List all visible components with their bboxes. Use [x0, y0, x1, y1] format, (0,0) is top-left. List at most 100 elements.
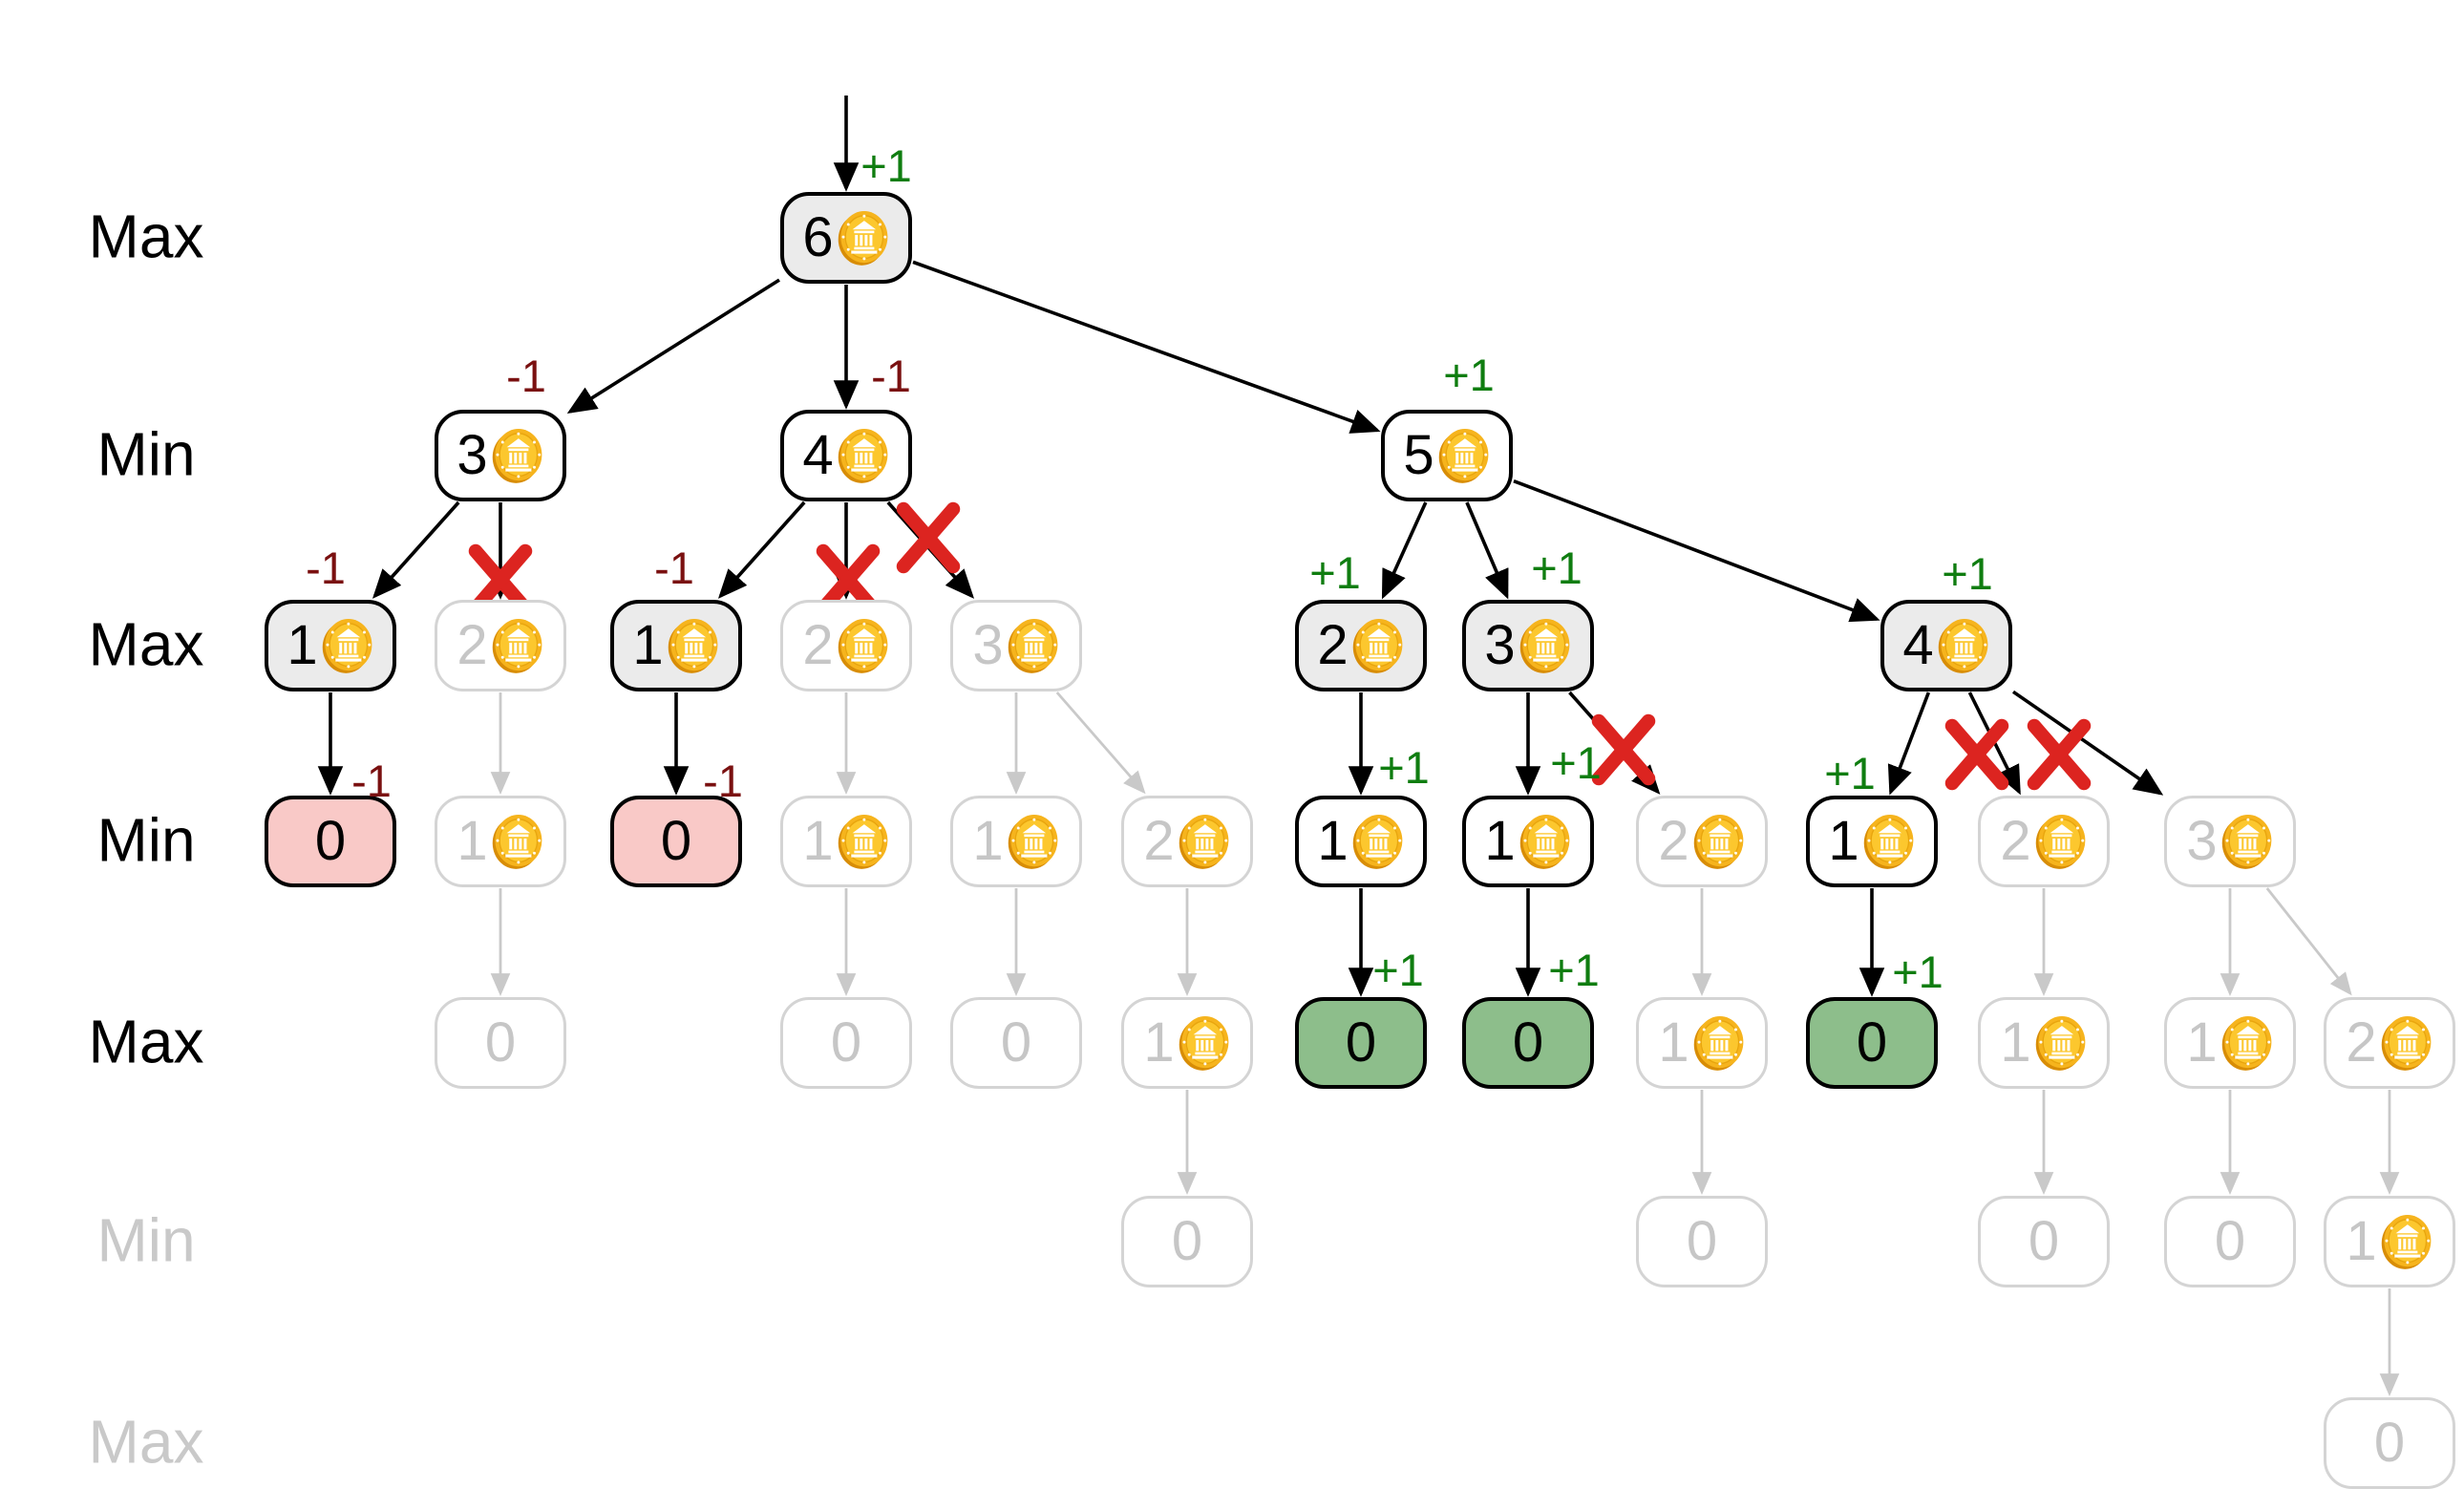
node-coin-count: 0 — [1512, 1011, 1544, 1074]
tree-edge — [566, 278, 780, 415]
temple-emblem-icon — [841, 818, 886, 864]
node-coin-count: 3 — [1484, 614, 1516, 676]
node-coin-count: 2 — [2346, 1011, 2377, 1074]
coin-icon — [668, 619, 717, 673]
edge-weight-label: -1 — [351, 755, 392, 807]
coin-icon — [492, 815, 542, 869]
edge-weight-label: -1 — [306, 542, 346, 594]
tree-node-o55-value-0: 0 — [950, 997, 1082, 1089]
tree-node-m32-value-2: 2 — [435, 600, 566, 691]
coin-icon — [1008, 619, 1057, 673]
tree-node-m35-value-3: 3 — [950, 600, 1082, 691]
node-coin-count: 1 — [1143, 1011, 1175, 1074]
coin-icon — [1179, 1016, 1228, 1071]
tree-node-p611-value-0: 0 — [1978, 1196, 2110, 1287]
node-coin-count: 2 — [2000, 810, 2031, 872]
temple-emblem-icon — [1356, 818, 1401, 864]
pruned-x-icon — [896, 501, 961, 574]
coin-icon — [1352, 815, 1402, 869]
coin-icon — [1693, 815, 1743, 869]
tree-edge-faded — [2265, 887, 2352, 996]
edge-weight-label: -1 — [871, 351, 911, 402]
node-coin-count: 2 — [802, 614, 834, 676]
node-coin-count: 1 — [287, 614, 318, 676]
coin-icon — [1438, 429, 1488, 483]
row-label-max: Max — [88, 1007, 204, 1076]
coin-icon — [2381, 1016, 2431, 1071]
tree-node-n41-value-0: 0 — [265, 796, 396, 887]
coin-icon — [1179, 815, 1228, 869]
edge-weight-label: +1 — [1531, 542, 1582, 594]
node-coin-count: 1 — [1484, 810, 1516, 872]
tree-node-n43-value-0: 0 — [610, 796, 742, 887]
node-coin-count: 0 — [1000, 1011, 1032, 1074]
tree-node-o510-value-0: 0 — [1806, 997, 1938, 1089]
node-coin-count: 2 — [1317, 614, 1349, 676]
coin-icon — [1519, 815, 1569, 869]
node-coin-count: 1 — [632, 614, 664, 676]
tree-node-m37-value-2: 2 — [1295, 600, 1427, 691]
temple-emblem-icon — [1182, 1019, 1227, 1066]
tree-node-n45-value-1: 1 — [950, 796, 1082, 887]
node-coin-count: 4 — [1902, 614, 1934, 676]
tree-node-n48-value-1: 1 — [1462, 796, 1594, 887]
node-coin-count: 0 — [1171, 1210, 1203, 1272]
edge-weight-label: -1 — [703, 755, 743, 807]
temple-emblem-icon — [2039, 818, 2084, 864]
temple-emblem-icon — [2385, 1218, 2430, 1265]
temple-emblem-icon — [1523, 622, 1568, 669]
temple-emblem-icon — [496, 432, 541, 479]
tree-node-n411-value-2: 2 — [1978, 796, 2110, 887]
coin-icon — [1008, 815, 1057, 869]
tree-node-o54-value-0: 0 — [780, 997, 912, 1089]
node-coin-count: 1 — [972, 810, 1004, 872]
edge-weight-label: +1 — [1892, 946, 1944, 998]
pruned-x-icon — [816, 543, 881, 616]
edge-weight-label: +1 — [1309, 547, 1361, 599]
coin-icon — [1693, 1016, 1743, 1071]
node-coin-count: 2 — [1143, 810, 1175, 872]
node-coin-count: 5 — [1403, 424, 1434, 486]
temple-emblem-icon — [2225, 1019, 2270, 1066]
tree-node-m38-value-3: 3 — [1462, 600, 1594, 691]
tree-node-p66-value-0: 0 — [1121, 1196, 1253, 1287]
pruned-x-icon — [468, 543, 533, 616]
tree-node-o512-value-1: 1 — [2164, 997, 2296, 1089]
coin-icon — [838, 815, 887, 869]
node-coin-count: 6 — [802, 206, 834, 268]
tree-edge — [1381, 501, 1428, 600]
node-coin-count: 1 — [1317, 810, 1349, 872]
tree-node-o56-value-1: 1 — [1121, 997, 1253, 1089]
tree-node-o59-value-1: 1 — [1636, 997, 1768, 1089]
temple-emblem-icon — [841, 432, 886, 479]
tree-node-n49-value-2: 2 — [1636, 796, 1768, 887]
tree-node-m3X-value-4: 4 — [1880, 600, 2012, 691]
node-coin-count: 0 — [1345, 1011, 1377, 1074]
edge-weight-label: +1 — [1548, 945, 1600, 996]
temple-emblem-icon — [841, 214, 886, 261]
coin-icon — [1863, 815, 1913, 869]
node-coin-count: 0 — [2214, 1210, 2246, 1272]
tree-node-n46-value-2: 2 — [1121, 796, 1253, 887]
node-coin-count: 4 — [802, 424, 834, 486]
temple-emblem-icon — [1867, 818, 1912, 864]
tree-node-n42-value-1: 1 — [435, 796, 566, 887]
tree-node-o58-value-0: 0 — [1462, 997, 1594, 1089]
pruned-x-icon — [2027, 718, 2092, 791]
coin-icon — [492, 619, 542, 673]
node-coin-count: 0 — [2028, 1210, 2060, 1272]
tree-edge — [912, 260, 1381, 434]
tree-edge-group — [317, 96, 2400, 1396]
temple-emblem-icon — [326, 622, 371, 669]
tree-edge — [717, 500, 806, 599]
pruned-x-icon — [1944, 718, 2009, 791]
node-coin-count: 0 — [1856, 1011, 1888, 1074]
coin-icon — [322, 619, 372, 673]
row-label-min: Min — [96, 419, 196, 489]
tree-node-m34-value-2: 2 — [780, 600, 912, 691]
node-coin-count: 1 — [1828, 810, 1859, 872]
temple-emblem-icon — [1523, 818, 1568, 864]
edge-weight-label: +1 — [1443, 350, 1495, 401]
